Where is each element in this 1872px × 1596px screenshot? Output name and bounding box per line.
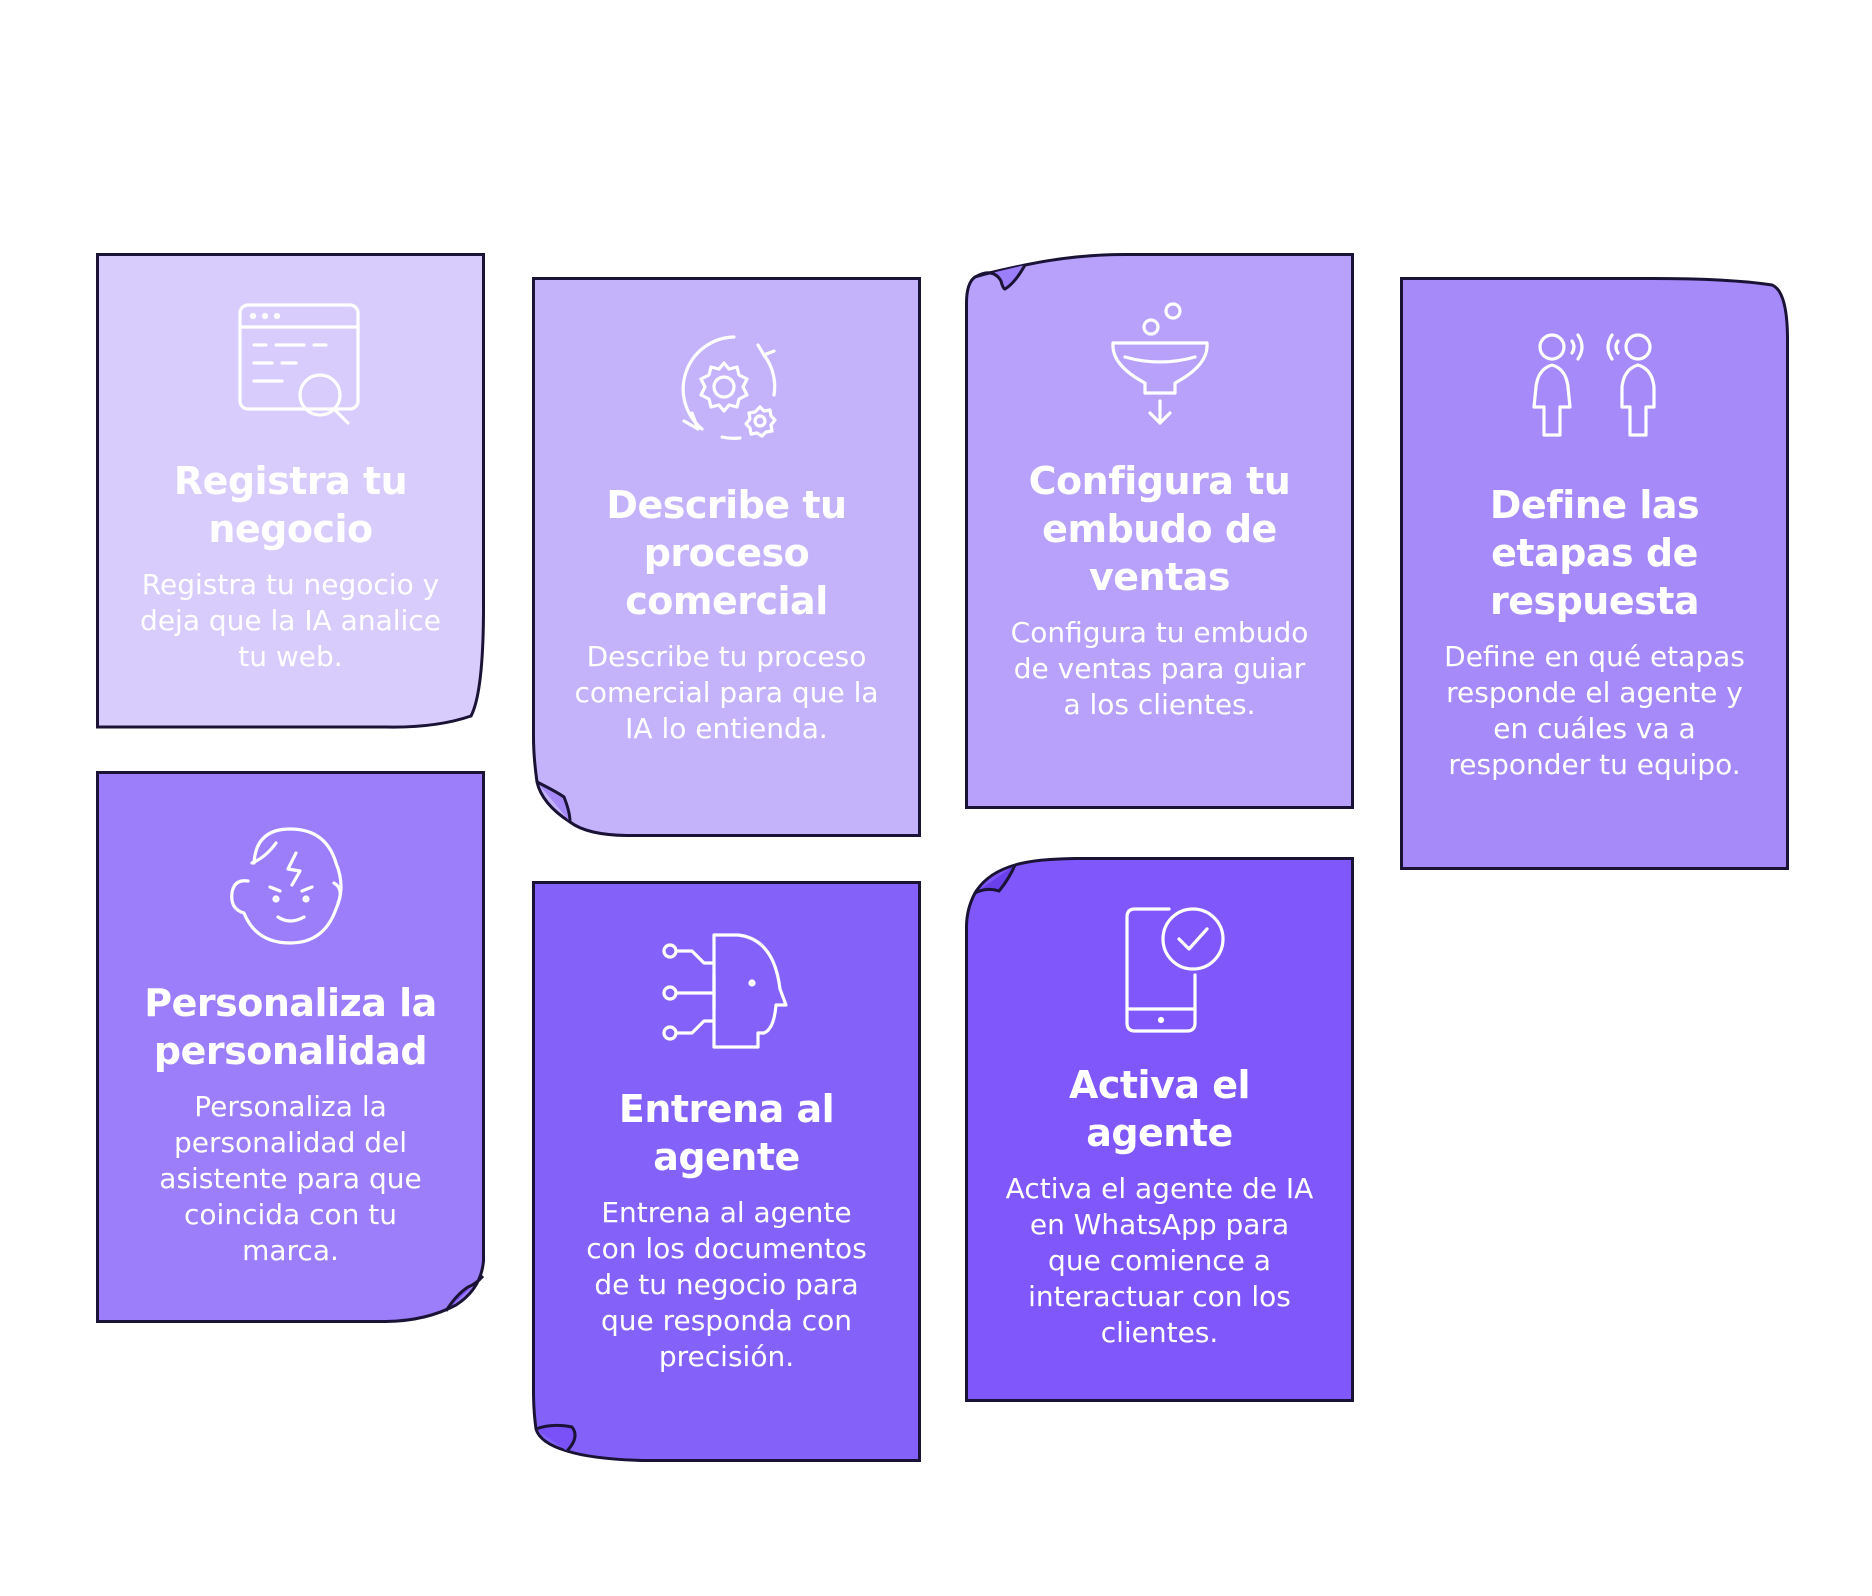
card-title: Configura tu embudo de ventas (1028, 459, 1291, 599)
card-description: Registra tu negocio y deja que la IA ana… (140, 568, 441, 673)
card-title: Entrena al agente (618, 1087, 835, 1179)
card-title: Registra tu negocio (173, 459, 408, 551)
step-card-register-business: Registra tu negocio Registra tu negocio … (96, 253, 485, 729)
step-card-sales-funnel: Configura tu embudo de ventas Configura … (965, 253, 1354, 809)
gears-cycle-icon (662, 325, 792, 455)
people-talking-icon (1530, 325, 1660, 455)
phone-check-icon (1095, 905, 1225, 1035)
step-card-train-agent: Entrena al agente Entrena al agente con … (532, 881, 921, 1462)
card-description: Personaliza la personalidad del asistent… (159, 1090, 422, 1267)
card-description: Describe tu proceso comercial para que l… (574, 640, 879, 745)
card-description: Activa el agente de IA en WhatsApp para … (1005, 1172, 1314, 1349)
face-personality-icon (226, 823, 356, 953)
browser-search-icon (226, 301, 360, 431)
step-card-personality: Personaliza la personalidad Personaliza … (96, 771, 485, 1323)
funnel-icon (1095, 301, 1225, 431)
step-card-describe-process: Describe tu proceso comercial Describe t… (532, 277, 921, 837)
card-description: Configura tu embudo de ventas para guiar… (1010, 616, 1309, 721)
card-description: Define en qué etapas responde el agente … (1444, 640, 1745, 781)
card-description: Entrena al agente con los documentos de … (586, 1196, 867, 1373)
ai-head-icon (661, 929, 792, 1059)
card-title: Describe tu proceso comercial (606, 483, 847, 623)
card-title: Activa el agente (1068, 1063, 1251, 1155)
step-card-response-stages: Define las etapas de respuesta Define en… (1400, 277, 1789, 870)
step-card-activate-agent: Activa el agente Activa el agente de IA … (965, 857, 1354, 1402)
card-title: Define las etapas de respuesta (1489, 483, 1700, 623)
card-title: Personaliza la personalidad (144, 981, 437, 1073)
